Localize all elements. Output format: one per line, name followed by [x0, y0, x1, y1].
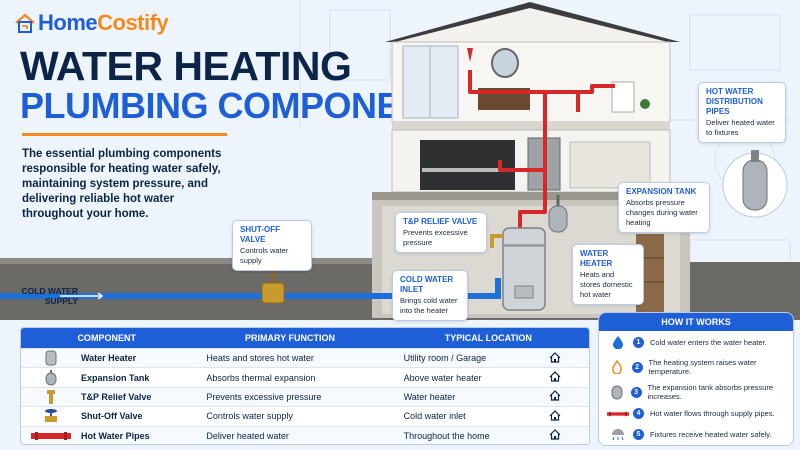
title-line-1: WATER HEATING — [20, 43, 352, 89]
cell-component: Hot Water Pipes — [21, 431, 192, 441]
expansion-tank — [548, 205, 568, 233]
brand-name: HomeCostify — [38, 10, 169, 35]
cell-location: Above water heater — [388, 371, 589, 384]
location-text: Throughout the home — [403, 430, 490, 441]
how-step: 3 The expansion tank absorbs pressure inc… — [607, 383, 791, 401]
step-text: Fixtures receive heated water safely. — [650, 429, 772, 439]
how-it-works-title: HOW IT WORKS — [599, 313, 793, 331]
cold-water-supply-label: COLD WATER SUPPLY — [21, 286, 78, 306]
cell-component: Water Heater — [21, 350, 192, 366]
location-text: Water heater — [403, 391, 456, 402]
callout-desc: Brings cold water into the heater — [400, 296, 458, 315]
callout-shutoff-valve: SHUT-OFF VALVE Controls water supply — [232, 220, 312, 271]
callout-title: HOT WATER DISTRIBUTION PIPES — [706, 87, 763, 116]
cell-function: Prevents excessive pressure — [206, 391, 322, 402]
cell-component: T&P Relief Valve — [21, 389, 192, 405]
callout-desc: Heats and stores domestic hot water — [580, 270, 633, 299]
water-drop-icon — [607, 335, 629, 349]
shower-icon — [607, 427, 629, 441]
intro-text: The essential plumbing components respon… — [22, 148, 222, 220]
location-text: Above water heater — [403, 372, 482, 383]
step-number: 1 — [633, 336, 644, 348]
step-number: 4 — [633, 408, 644, 419]
header-component: COMPONENT — [77, 333, 136, 343]
table-row: Expansion Tank Absorbs thermal expansion A… — [21, 367, 589, 386]
header-function: PRIMARY FUNCTION — [245, 333, 336, 343]
house-faucet-icon — [15, 13, 35, 33]
step-text: The heating system raises water temperat… — [648, 358, 757, 376]
shutoff-valve — [261, 282, 285, 304]
water-heater — [502, 227, 546, 311]
header-location: TYPICAL LOCATION — [444, 333, 532, 343]
shutoff-valve-icon — [21, 408, 81, 424]
how-step: 2 The heating system raises water tempera… — [607, 358, 791, 376]
callout-tp-relief-valve: T&P RELIEF VALVE Prevents excessive pres… — [395, 212, 487, 253]
cell-location: Utility room / Garage — [388, 351, 589, 365]
house-icon — [549, 351, 561, 365]
step-text: The expansion tank absorbs pressure incr… — [647, 383, 774, 401]
component-name: Hot Water Pipes — [81, 430, 150, 441]
house-icon — [549, 429, 561, 442]
callout-distribution-pipes: HOT WATER DISTRIBUTION PIPES Deliver hea… — [698, 82, 786, 143]
flame-icon — [607, 360, 628, 374]
cell-function: Heats and stores hot water — [206, 353, 314, 364]
table-header: COMPONENT PRIMARY FUNCTION TYPICAL LOCAT… — [21, 328, 589, 348]
components-table: COMPONENT PRIMARY FUNCTION TYPICAL LOCAT… — [20, 327, 590, 445]
step-text: Hot water flows through supply pipes. — [650, 409, 775, 418]
how-step: 1 Cold water enters the water heater. — [607, 335, 791, 349]
callout-title: SHUT-OFF VALVE — [240, 225, 280, 244]
tank-icon — [607, 384, 627, 400]
callout-title: COLD WATER INLET — [400, 275, 454, 294]
logo[interactable]: HomeCostify — [14, 10, 169, 36]
callout-desc: Deliver heated water to fixtures — [706, 118, 775, 137]
component-name: Shut-Off Valve — [81, 411, 143, 422]
pipes-icon — [21, 431, 81, 441]
house-icon — [549, 410, 561, 423]
table-row: T&P Relief Valve Prevents excessive press… — [21, 386, 589, 407]
table-body: Water Heater Heats and stores hot water Ut… — [21, 348, 589, 444]
callout-cold-water-inlet: COLD WATER INLET Brings cold water into … — [392, 270, 468, 321]
location-text: Utility room / Garage — [403, 353, 487, 364]
callout-title: WATER HEATER — [580, 249, 613, 268]
how-it-works-panel: HOW IT WORKS 1 Cold water enters the wate… — [598, 312, 794, 446]
callout-desc: Prevents excessive pressure — [403, 228, 468, 247]
how-step: 4 Hot water flows through supply pipes. — [607, 408, 791, 419]
callout-desc: Controls water supply — [240, 246, 289, 265]
cell-function: Deliver heated water — [206, 430, 289, 441]
cell-function: Absorbs thermal expansion — [206, 372, 316, 383]
cell-component: Shut-Off Valve — [21, 408, 192, 424]
component-name: Water Heater — [81, 353, 137, 364]
cold-water-pipe — [0, 278, 501, 299]
expansion-tank-icon — [21, 369, 81, 386]
table-row: Hot Water Pipes Deliver heated water Throu… — [21, 425, 589, 444]
cell-component: Expansion Tank — [21, 369, 192, 386]
cell-location: Throughout the home — [388, 429, 589, 442]
cell-location: Water heater — [388, 390, 589, 403]
callout-water-heater: WATER HEATER Heats and stores domestic h… — [572, 244, 644, 305]
step-text: Cold water enters the water heater. — [650, 337, 767, 347]
house-icon — [549, 390, 561, 403]
expansion-tank-detail — [722, 150, 788, 218]
water-heater-icon — [21, 350, 81, 366]
cell-location: Cold water inlet — [388, 410, 589, 423]
hot-pipe-riser — [518, 90, 580, 228]
cell-function: Controls water supply — [206, 411, 293, 422]
step-number: 5 — [633, 428, 644, 440]
component-name: Expansion Tank — [81, 372, 150, 383]
step-number: 3 — [630, 386, 642, 398]
step-number: 2 — [631, 361, 643, 373]
title-underline — [22, 133, 227, 136]
pipes-icon — [607, 409, 629, 419]
location-text: Cold water inlet — [403, 411, 466, 422]
callout-desc: Absorbs pressure changes during water he… — [626, 198, 698, 227]
component-name: T&P Relief Valve — [81, 391, 152, 402]
callout-title: EXPANSION TANK — [626, 187, 697, 196]
house-icon — [549, 371, 561, 384]
how-step: 5 Fixtures receive heated water safely. — [607, 427, 791, 441]
callout-expansion-tank: EXPANSION TANK Absorbs pressure changes … — [618, 182, 710, 233]
relief-valve-icon — [21, 389, 81, 405]
table-row: Water Heater Heats and stores hot water Ut… — [21, 348, 589, 368]
callout-title: T&P RELIEF VALVE — [403, 217, 478, 226]
table-row: Shut-Off Valve Controls water supply Cold … — [21, 406, 589, 425]
